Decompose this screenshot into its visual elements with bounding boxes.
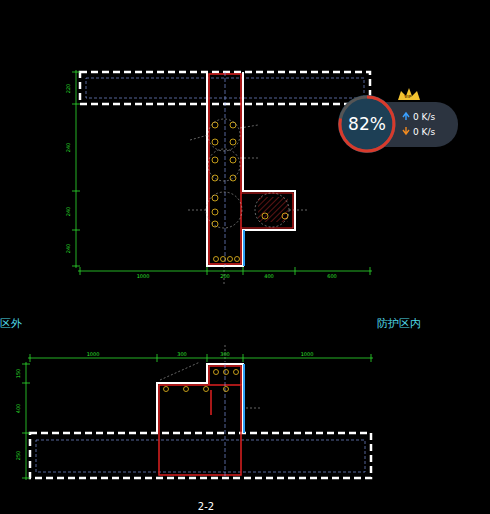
progress-circle: 82% <box>338 95 396 153</box>
dimension-text: 1000 <box>87 352 100 357</box>
dimension-text: 300 <box>177 352 187 357</box>
dimension-text: 400 <box>264 274 274 279</box>
dimension-text: 200 <box>220 274 230 279</box>
vip-badge: VIP <box>404 95 412 99</box>
dimension-text: 240 <box>66 142 71 152</box>
zone-label: 防护区内 <box>377 318 421 329</box>
dimension-text: 240 <box>66 206 71 216</box>
dimension-text: 1000 <box>137 274 150 279</box>
zone-label: 区外 <box>0 318 22 329</box>
dimension-text: 250 <box>16 450 21 460</box>
dimension-text: 300 <box>220 352 230 357</box>
dimension-text: 220 <box>66 83 71 93</box>
speed-panel: 0 K/s0 K/s82% <box>355 102 458 147</box>
dimension-text: 240 <box>66 243 71 253</box>
dimension-text: 150 <box>16 368 21 378</box>
bottom-section <box>22 345 373 480</box>
speed-widget-art <box>338 88 458 153</box>
speed-value: 0 K/s <box>413 113 435 122</box>
dimension-text: 600 <box>327 274 337 279</box>
top-section <box>72 70 372 285</box>
speed-value: 0 K/s <box>413 128 435 137</box>
dimension-text: 400 <box>16 403 21 413</box>
dimension-text: 1000 <box>301 352 314 357</box>
percent-value: 82% <box>348 116 386 133</box>
section-title: 2-2 <box>198 502 214 512</box>
